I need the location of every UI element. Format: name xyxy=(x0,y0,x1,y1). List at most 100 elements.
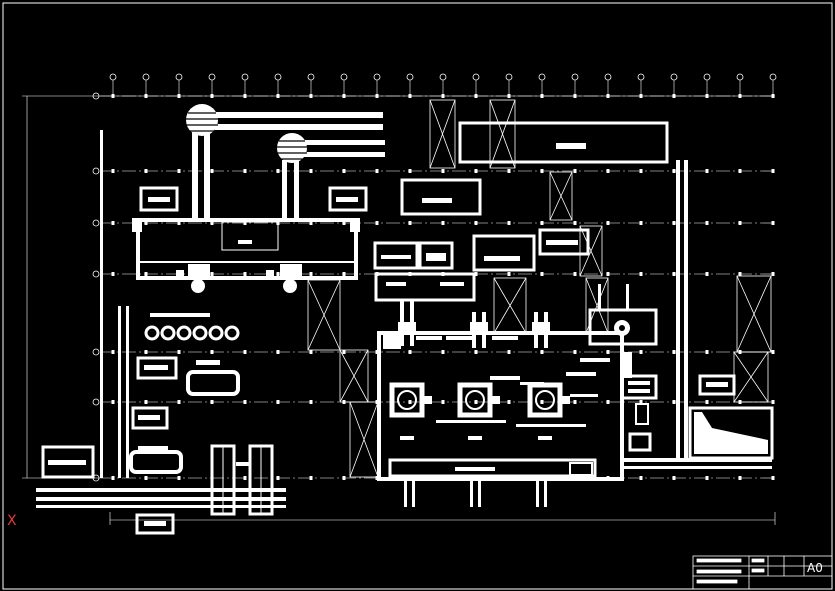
column-marker xyxy=(474,94,478,98)
column-marker xyxy=(441,221,445,225)
column-marker xyxy=(771,221,775,225)
column-marker xyxy=(408,400,412,404)
row-axis-bubble xyxy=(92,348,100,356)
column-marker xyxy=(705,400,709,404)
column-marker xyxy=(540,400,544,404)
column-marker xyxy=(342,476,346,480)
column-marker xyxy=(606,350,610,354)
column-marker xyxy=(606,94,610,98)
column-marker xyxy=(573,272,577,276)
column-marker xyxy=(144,476,148,480)
column-marker xyxy=(342,272,346,276)
column-marker xyxy=(111,221,115,225)
column-marker xyxy=(210,272,214,276)
column-marker xyxy=(243,400,247,404)
row-axis-lines xyxy=(100,94,775,480)
column-marker xyxy=(639,350,643,354)
column-axis-bubble xyxy=(604,73,612,81)
generator-unit-2 xyxy=(457,382,500,440)
column-marker xyxy=(309,272,313,276)
sheet-size-label: A0 xyxy=(807,561,823,575)
column-marker xyxy=(210,350,214,354)
column-marker xyxy=(309,400,313,404)
room-left-3 xyxy=(136,356,178,380)
column-marker xyxy=(177,169,181,173)
pipes-left-vertical xyxy=(100,130,129,478)
column-marker xyxy=(540,94,544,98)
column-marker xyxy=(375,169,379,173)
column-axis-lines xyxy=(112,80,774,96)
column-marker xyxy=(441,400,445,404)
filter-row xyxy=(144,313,240,341)
column-marker xyxy=(276,169,280,173)
column-axis-bubble xyxy=(175,73,183,81)
column-axis-bubble xyxy=(274,73,282,81)
column-marker xyxy=(705,221,709,225)
column-axis-bubble xyxy=(373,73,381,81)
column-marker xyxy=(309,221,313,225)
column-marker xyxy=(276,272,280,276)
column-marker xyxy=(276,476,280,480)
room-bottom-left xyxy=(41,445,95,479)
sloped-tank-right xyxy=(688,406,774,460)
column-marker xyxy=(540,272,544,276)
column-marker xyxy=(375,221,379,225)
storage-tank-2 xyxy=(277,133,307,163)
column-marker xyxy=(705,169,709,173)
pipes-hall-top xyxy=(398,300,550,348)
column-axis-bubble xyxy=(472,73,480,81)
column-axis-bubble xyxy=(703,73,711,81)
column-marker xyxy=(276,94,280,98)
control-building xyxy=(373,241,476,302)
column-marker xyxy=(144,272,148,276)
column-marker xyxy=(309,350,313,354)
column-marker xyxy=(144,400,148,404)
column-marker xyxy=(111,169,115,173)
column-marker xyxy=(177,350,181,354)
tank-left-horizontal xyxy=(186,360,240,396)
column-marker xyxy=(606,400,610,404)
column-marker xyxy=(705,350,709,354)
column-marker xyxy=(210,400,214,404)
column-marker xyxy=(507,400,511,404)
column-marker xyxy=(738,169,742,173)
column-marker xyxy=(639,272,643,276)
room-left-1 xyxy=(139,186,179,212)
axis-marker-x: X xyxy=(7,513,17,529)
column-marker xyxy=(639,400,643,404)
column-marker xyxy=(474,272,478,276)
column-marker xyxy=(738,272,742,276)
column-axis-bubble xyxy=(142,73,150,81)
column-marker xyxy=(573,221,577,225)
column-marker xyxy=(144,350,148,354)
row-axis-bubble xyxy=(92,92,100,100)
column-marker xyxy=(111,94,115,98)
title-block xyxy=(692,555,833,590)
column-axis-bubble xyxy=(571,73,579,81)
column-marker xyxy=(507,272,511,276)
column-marker xyxy=(771,400,775,404)
column-marker xyxy=(441,169,445,173)
column-axis-bubbles xyxy=(109,73,777,81)
column-marker xyxy=(342,169,346,173)
column-marker xyxy=(639,476,643,480)
room-center-2 xyxy=(472,234,536,272)
column-marker xyxy=(705,476,709,480)
column-marker xyxy=(342,350,346,354)
column-marker xyxy=(276,350,280,354)
column-marker xyxy=(738,94,742,98)
column-marker xyxy=(672,221,676,225)
column-axis-bubble xyxy=(769,73,777,81)
column-marker xyxy=(342,94,346,98)
column-axis-bubble xyxy=(241,73,249,81)
column-marker xyxy=(606,272,610,276)
pipes-hall-bottom xyxy=(404,479,547,507)
row-axis-bubble xyxy=(92,270,100,278)
building-main-left xyxy=(132,218,360,280)
room-center-1 xyxy=(400,178,482,216)
column-axis-bubble xyxy=(736,73,744,81)
column-marker xyxy=(474,400,478,404)
column-marker xyxy=(177,400,181,404)
column-marker xyxy=(243,221,247,225)
column-axis-bubble xyxy=(340,73,348,81)
